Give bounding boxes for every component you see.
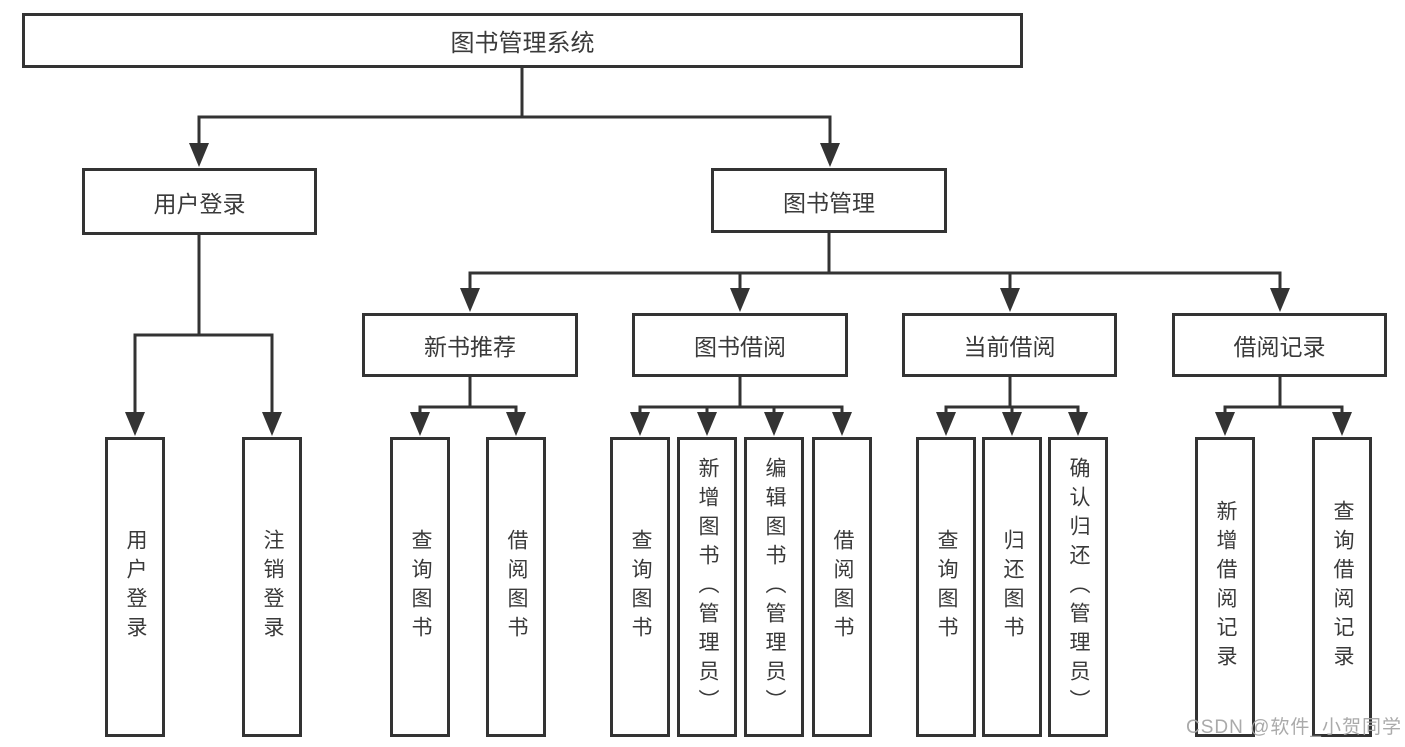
node-book-management-branch: 图书管理 bbox=[711, 168, 947, 233]
leaf-confirm-return-admin: 确认归还（管理员） bbox=[1048, 437, 1108, 737]
leaf-add-borrow-record: 新增借阅记录 bbox=[1195, 437, 1255, 737]
leaf-logout: 注销登录 bbox=[242, 437, 302, 737]
leaf-query-books-borrow: 查询图书 bbox=[610, 437, 670, 737]
node-user-login-branch: 用户登录 bbox=[82, 168, 317, 235]
leaf-query-books-recommend: 查询图书 bbox=[390, 437, 450, 737]
node-book-borrowing: 图书借阅 bbox=[632, 313, 848, 377]
node-current-borrowing: 当前借阅 bbox=[902, 313, 1117, 377]
leaf-query-books-current: 查询图书 bbox=[916, 437, 976, 737]
node-borrowing-records: 借阅记录 bbox=[1172, 313, 1387, 377]
leaf-borrow-books-recommend: 借阅图书 bbox=[486, 437, 546, 737]
leaf-edit-books-admin: 编辑图书（管理员） bbox=[744, 437, 804, 737]
leaf-return-books: 归还图书 bbox=[982, 437, 1042, 737]
arrowheads bbox=[125, 143, 1352, 436]
leaf-borrow-books: 借阅图书 bbox=[812, 437, 872, 737]
leaf-user-login: 用户登录 bbox=[105, 437, 165, 737]
node-new-book-recommendation: 新书推荐 bbox=[362, 313, 578, 377]
node-library-management-system: 图书管理系统 bbox=[22, 13, 1023, 68]
leaf-add-books-admin: 新增图书（管理员） bbox=[677, 437, 737, 737]
csdn-watermark: CSDN @软件_小贺同学 bbox=[1186, 717, 1402, 738]
leaf-query-borrow-record: 查询借阅记录 bbox=[1312, 437, 1372, 737]
